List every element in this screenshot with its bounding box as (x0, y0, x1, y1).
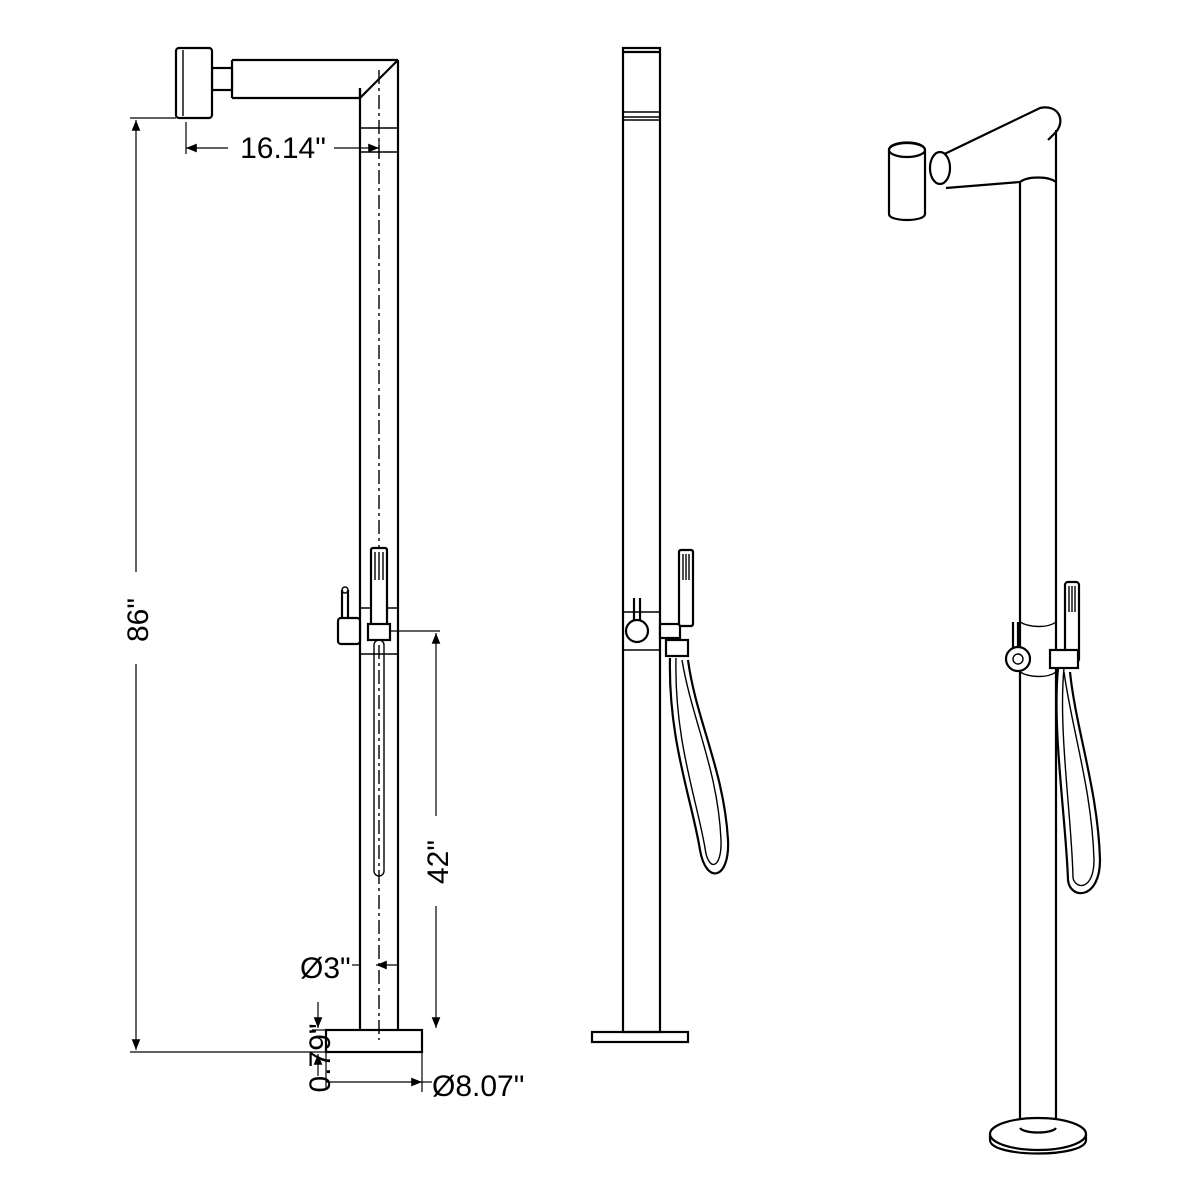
side-view (590, 46, 730, 1044)
front-hand-shower (366, 546, 392, 877)
front-base (324, 1028, 424, 1054)
perspective-view (887, 106, 1102, 1155)
dim-base-thickness-label: 0.79" (304, 1023, 337, 1092)
side-hand-shower (664, 548, 730, 875)
persp-mixer (1004, 622, 1032, 673)
persp-hand-shower (1048, 580, 1102, 895)
dim-total-height-label: 86" (122, 598, 155, 642)
persp-shower-head (887, 141, 927, 222)
dim-base-diameter: Ø8.07" (325, 1052, 524, 1103)
persp-arm (928, 106, 1062, 190)
side-column (621, 46, 662, 1034)
side-mixer (624, 598, 682, 644)
side-base (590, 1030, 690, 1044)
dim-base-diameter-label: Ø8.07" (432, 1070, 524, 1103)
dim-column-diameter-label: Ø3" (300, 952, 351, 985)
dim-column-diameter: Ø3" (300, 952, 398, 985)
dim-arm-reach-label: 16.14" (240, 132, 326, 165)
front-shower-head (174, 46, 234, 120)
dim-total-height: 86" (122, 117, 326, 1053)
front-arm (230, 58, 399, 100)
dim-arm-reach: 16.14" (185, 122, 380, 165)
persp-base (988, 1116, 1088, 1155)
dim-base-thickness: 0.79" (304, 1002, 337, 1093)
dim-mixer-height: 42" (390, 630, 455, 1028)
front-mixer (336, 586, 398, 655)
dim-mixer-height-label: 42" (422, 840, 455, 884)
front-view: 16.14" 86" 42" Ø3" 0.79" (122, 46, 524, 1103)
persp-column (1018, 130, 1058, 1128)
